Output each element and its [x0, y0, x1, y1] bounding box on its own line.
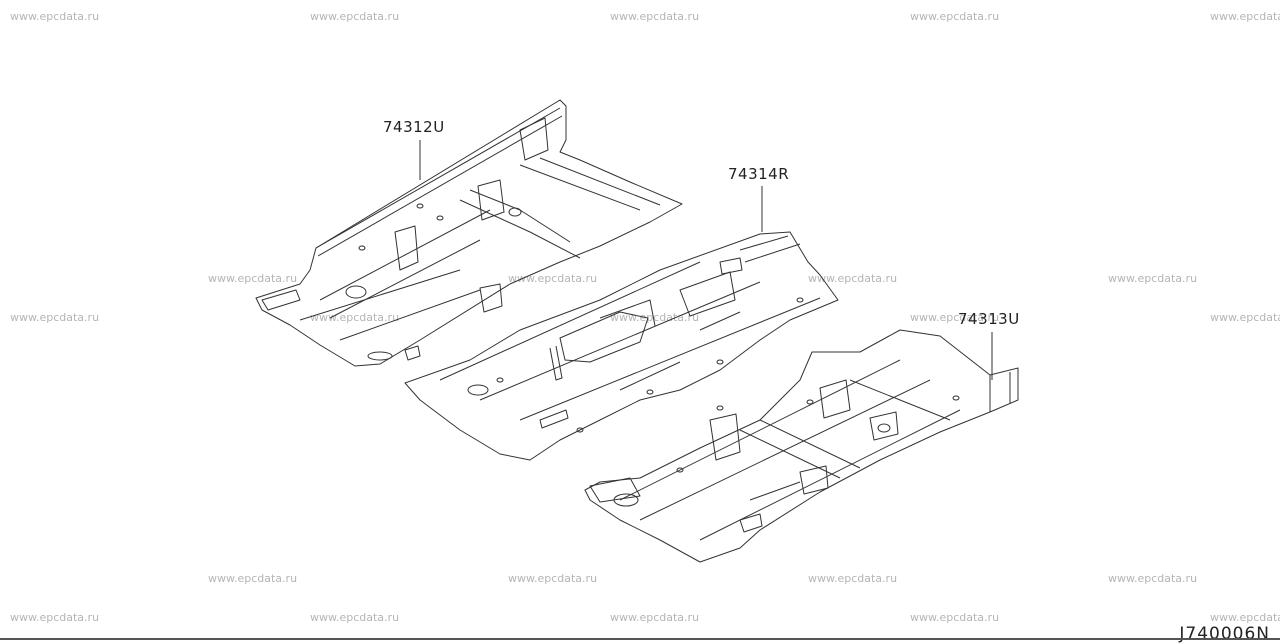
watermark: www.epcdata.ru	[10, 10, 100, 23]
diagram-code: J740006N	[1179, 624, 1270, 644]
bottom-rule	[0, 638, 1280, 640]
watermark: www.epcdata.ru	[1210, 10, 1280, 23]
floor-panel-74312u[interactable]	[255, 99, 683, 367]
watermark: www.epcdata.ru	[208, 272, 298, 285]
watermark: www.epcdata.ru	[610, 611, 700, 624]
watermark: www.epcdata.ru	[910, 611, 1000, 624]
watermark: www.epcdata.ru	[1210, 611, 1280, 624]
watermark: www.epcdata.ru	[1108, 272, 1198, 285]
watermark: www.epcdata.ru	[208, 572, 298, 585]
watermark: www.epcdata.ru	[910, 10, 1000, 23]
part-label-74312u[interactable]: 74312U	[383, 118, 445, 136]
watermark: www.epcdata.ru	[910, 311, 1000, 324]
floor-panel-74313u[interactable]	[584, 329, 1019, 563]
watermark: www.epcdata.ru	[310, 311, 400, 324]
part-label-74314r[interactable]: 74314R	[728, 165, 790, 183]
watermark: www.epcdata.ru	[10, 611, 100, 624]
watermark: www.epcdata.ru	[10, 311, 100, 324]
watermark: www.epcdata.ru	[808, 572, 898, 585]
watermark: www.epcdata.ru	[610, 10, 700, 23]
watermark: www.epcdata.ru	[808, 272, 898, 285]
floor-panel-74314r[interactable]	[404, 231, 839, 461]
watermark: www.epcdata.ru	[310, 10, 400, 23]
watermark: www.epcdata.ru	[1108, 572, 1198, 585]
part-label-74313u[interactable]: 74313U	[958, 310, 1020, 328]
watermark: www.epcdata.ru	[1210, 311, 1280, 324]
watermark: www.epcdata.ru	[508, 572, 598, 585]
watermark: www.epcdata.ru	[310, 611, 400, 624]
